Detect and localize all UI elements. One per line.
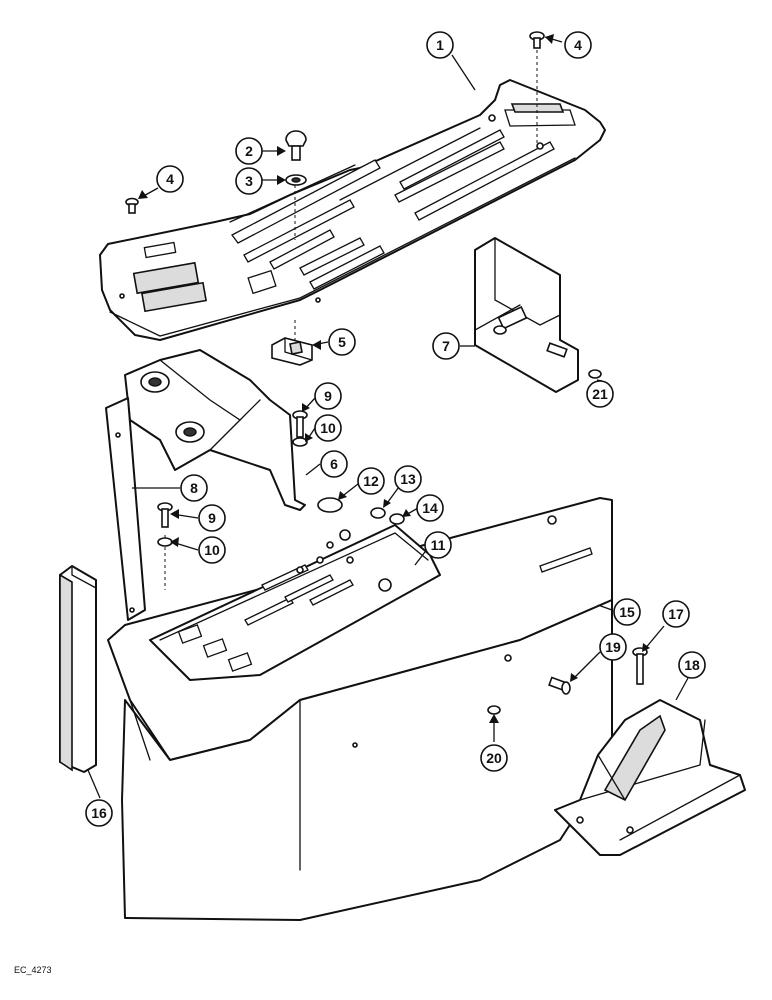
callout-10-lower-label: 10 [204,542,220,558]
callout-2-label: 2 [245,143,253,159]
part-3-washer [285,174,307,186]
callout-6: 6 [320,450,348,478]
part-10-nut-upper [292,437,308,447]
part-19-screw [548,676,571,695]
part-13-plug [370,507,386,519]
callout-12: 12 [357,467,385,495]
callout-9-upper: 9 [314,382,342,410]
part-6-column-support [124,349,306,511]
callout-13: 13 [394,465,422,493]
part-12-plug [317,497,343,513]
callout-18: 18 [678,651,706,679]
callout-9-lower-label: 9 [208,510,216,526]
callout-4-left: 4 [156,165,184,193]
callout-17-label: 17 [668,606,684,622]
callout-8: 8 [180,474,208,502]
callout-19-label: 19 [605,639,621,655]
callout-14-label: 14 [422,500,438,516]
callout-10-lower: 10 [198,536,226,564]
callout-14: 14 [416,494,444,522]
callout-15-label: 15 [619,604,635,620]
callout-15: 15 [613,598,641,626]
callout-20-label: 20 [486,750,502,766]
part-16-pad [59,565,97,773]
part-11-floor-plate [149,524,441,681]
part-9-bolt-lower [157,502,173,528]
callout-5-label: 5 [338,334,346,350]
callout-13-label: 13 [400,471,416,487]
callout-1-label: 1 [436,37,444,53]
part-4-screw-top-right [529,31,545,49]
part-5-clip [271,337,313,366]
callout-4-left-label: 4 [166,171,174,187]
callout-10-upper: 10 [314,414,342,442]
callout-9-lower: 9 [198,504,226,532]
callout-21-label: 21 [592,386,608,402]
callout-4-top: 4 [564,31,592,59]
part-10-nut-lower [157,537,173,547]
part-20-nut [487,705,501,715]
part-14-plug [389,513,405,525]
callout-21: 21 [586,380,614,408]
callout-18-label: 18 [684,657,700,673]
callout-6-label: 6 [330,456,338,472]
callout-2: 2 [235,137,263,165]
part-17-bolt [632,647,648,685]
callout-4-top-label: 4 [574,37,582,53]
callout-3: 3 [235,167,263,195]
part-7-pedal-bracket [474,237,579,393]
callout-17: 17 [662,600,690,628]
callout-11: 11 [424,531,452,559]
part-1-console-top-cover [99,79,606,341]
part-2-knob-screw [285,130,307,161]
callout-16: 16 [85,799,113,827]
callout-7-label: 7 [442,338,450,354]
callout-11-label: 11 [431,537,446,553]
callout-9-upper-label: 9 [324,388,332,404]
callout-12-label: 12 [363,473,379,489]
callout-arrowheads [138,34,650,723]
callout-10-upper-label: 10 [320,420,336,436]
callout-19: 19 [599,633,627,661]
callout-20: 20 [480,744,508,772]
callout-5: 5 [328,328,356,356]
part-8-side-panel [105,397,146,621]
part-9-bolt-upper [292,410,308,438]
part-4-screw-left [125,197,139,214]
callout-7: 7 [432,332,460,360]
callout-1: 1 [426,31,454,59]
part-21-clip-ring [588,369,602,379]
callout-8-label: 8 [190,480,198,496]
callout-16-label: 16 [91,805,107,821]
part-18-lever-boot [554,699,746,856]
callout-3-label: 3 [245,173,253,189]
reference-code: EC_4273 [14,965,52,975]
